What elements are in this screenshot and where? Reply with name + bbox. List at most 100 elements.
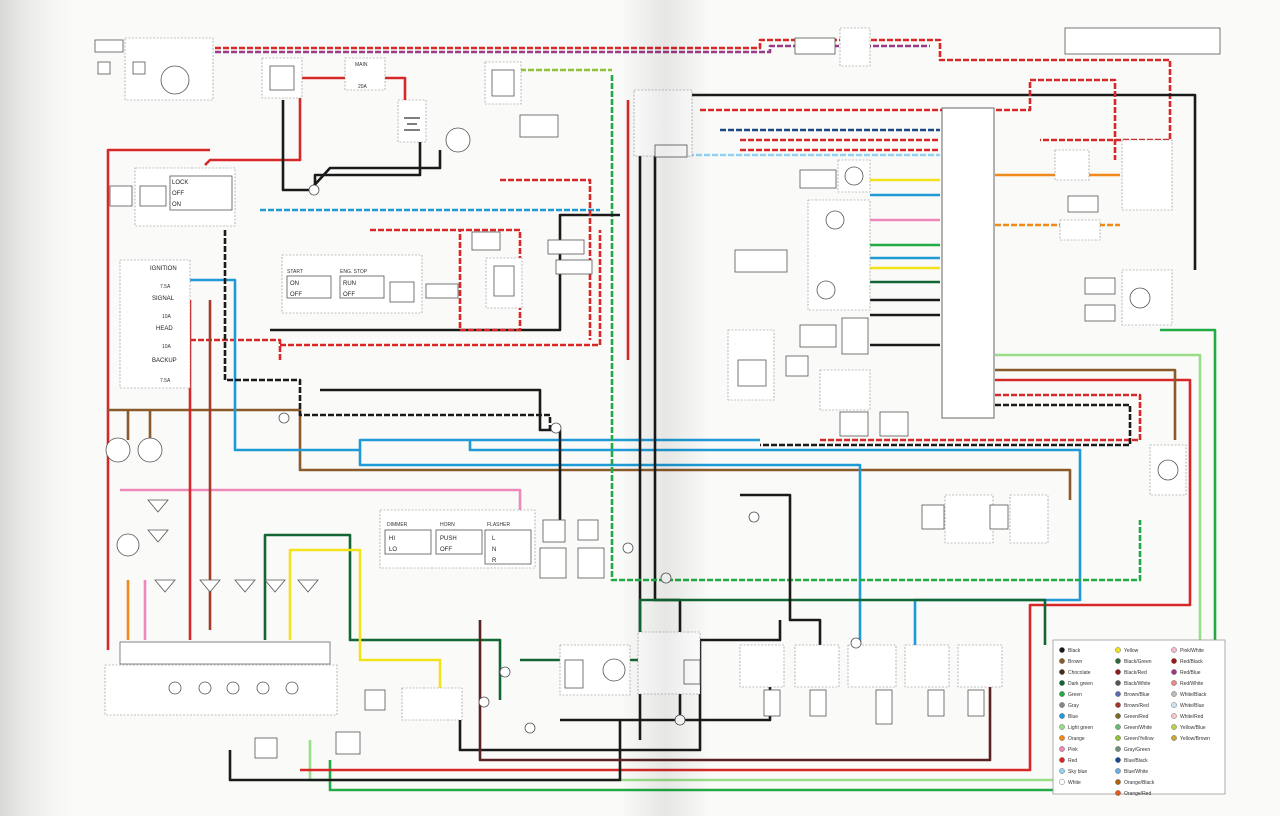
legend-swatch — [1115, 647, 1121, 653]
legend-swatch — [1059, 768, 1065, 774]
clutch-switch-box — [1009, 494, 1049, 544]
wire-red-dashed-v — [500, 178, 592, 340]
starter-motor — [445, 127, 471, 153]
wire-black-dashed-ecu — [760, 403, 1132, 447]
horn-switch-table — [435, 529, 483, 555]
position-light-box — [904, 644, 950, 688]
legend-label: Dark green — [1068, 681, 1093, 687]
connector-21 — [539, 547, 567, 579]
connector-7 — [555, 259, 593, 275]
starter-relay — [491, 69, 515, 97]
legend-swatch — [1115, 746, 1121, 752]
wire-red-ecu-3 — [820, 393, 1142, 442]
wire-yellow-bottom — [288, 548, 442, 700]
connector-24 — [254, 737, 278, 759]
legend-label: Red/Blue — [1180, 670, 1201, 676]
legend-swatch — [1115, 680, 1121, 686]
start-state-on: ON — [290, 281, 299, 287]
legend-swatch — [1115, 691, 1121, 697]
ecu-connector-diagram — [1064, 27, 1221, 55]
joint — [278, 412, 290, 424]
sensor-box-6 — [819, 369, 871, 411]
ignition-connector — [109, 185, 133, 207]
legend-label: Blue/White — [1124, 769, 1148, 775]
legend-swatch — [1171, 691, 1177, 697]
joint — [850, 637, 862, 649]
wire-green-dashed — [610, 75, 1142, 582]
legend-swatch — [1115, 724, 1121, 730]
wire-brown-right — [995, 368, 1177, 440]
connector-33 — [967, 689, 985, 717]
connector-10 — [734, 249, 788, 273]
legend-label: White — [1068, 780, 1081, 786]
legend-label: Green — [1068, 692, 1082, 698]
wire-brown-2 — [126, 410, 152, 440]
turn-signal-front-right — [137, 437, 163, 463]
ignition-state-lock: LOCK — [172, 180, 188, 186]
meter-lamp — [285, 681, 299, 695]
wire-black-ecu-1 — [660, 93, 1197, 270]
fuse-signal-rating: 10A — [162, 314, 172, 320]
legend-label: Brown/Blue — [1124, 692, 1150, 698]
joint — [308, 184, 320, 196]
fuse-ignition-rating: 7.5A — [160, 284, 171, 290]
horn — [1157, 459, 1179, 481]
brake-light-box — [847, 644, 897, 688]
flasher-state-n: N — [492, 547, 496, 553]
legend-swatch — [1059, 779, 1065, 785]
connector-triangles-1 — [147, 499, 169, 543]
sensor-3 — [825, 210, 845, 230]
sensor-2 — [844, 166, 864, 186]
legend-label: Red — [1068, 758, 1077, 764]
legend-label: White/Red — [1180, 714, 1204, 720]
legend-label: Light green — [1068, 725, 1093, 731]
connector-26 — [364, 689, 386, 711]
legend-swatch — [1115, 757, 1121, 763]
legend-label: Yellow/Blue — [1180, 725, 1206, 731]
legend-swatch — [1115, 768, 1121, 774]
legend-swatch — [1171, 724, 1177, 730]
joint — [748, 511, 760, 523]
wire-blue-1 — [190, 278, 760, 452]
meter-lamp — [226, 681, 240, 695]
meter-lamp — [168, 681, 182, 695]
light-switch-box — [401, 687, 463, 721]
meter-assembly — [119, 641, 331, 665]
legend-label: Chocolate — [1068, 670, 1091, 676]
joint — [478, 696, 490, 708]
connector-32 — [927, 689, 945, 717]
start-stop-connector — [389, 281, 415, 303]
fuel-sender — [116, 533, 140, 557]
rear-turn-left-box — [739, 644, 785, 688]
alternator — [160, 65, 190, 95]
ignition-state-on: ON — [172, 202, 181, 208]
horn-state-push: PUSH — [440, 536, 457, 542]
fuse-signal-label: SIGNAL — [152, 296, 175, 302]
wire-dkgreen-bottom — [263, 533, 502, 700]
legend-label: Orange/Black — [1124, 780, 1155, 786]
legend-frame — [1052, 639, 1226, 795]
dimmer-state-hi: HI — [389, 536, 395, 542]
legend-label: Red/White — [1180, 681, 1204, 687]
legend-label: Yellow — [1124, 648, 1139, 654]
legend-swatch — [1059, 713, 1065, 719]
legend-swatch — [1059, 746, 1065, 752]
connector-19 — [989, 504, 1009, 530]
legend-swatch — [1115, 713, 1121, 719]
main-fuse-label: 20A — [358, 84, 368, 90]
wire-blue-3 — [468, 440, 1082, 645]
legend-swatch — [1171, 713, 1177, 719]
wire-red-bottom — [300, 378, 1192, 772]
connector-9 — [799, 169, 837, 189]
legend-label: White/Black — [1180, 692, 1207, 698]
legend-label: Red/Black — [1180, 659, 1203, 665]
legend-swatch — [1059, 691, 1065, 697]
wire-black-ground-2 — [309, 150, 442, 191]
wire-red-ecu-1 — [700, 78, 1117, 160]
connector-17 — [1084, 304, 1116, 322]
dimmer-title: DIMMER — [387, 522, 408, 528]
legend-label: Green/Red — [1124, 714, 1149, 720]
legend-swatch — [1059, 680, 1065, 686]
